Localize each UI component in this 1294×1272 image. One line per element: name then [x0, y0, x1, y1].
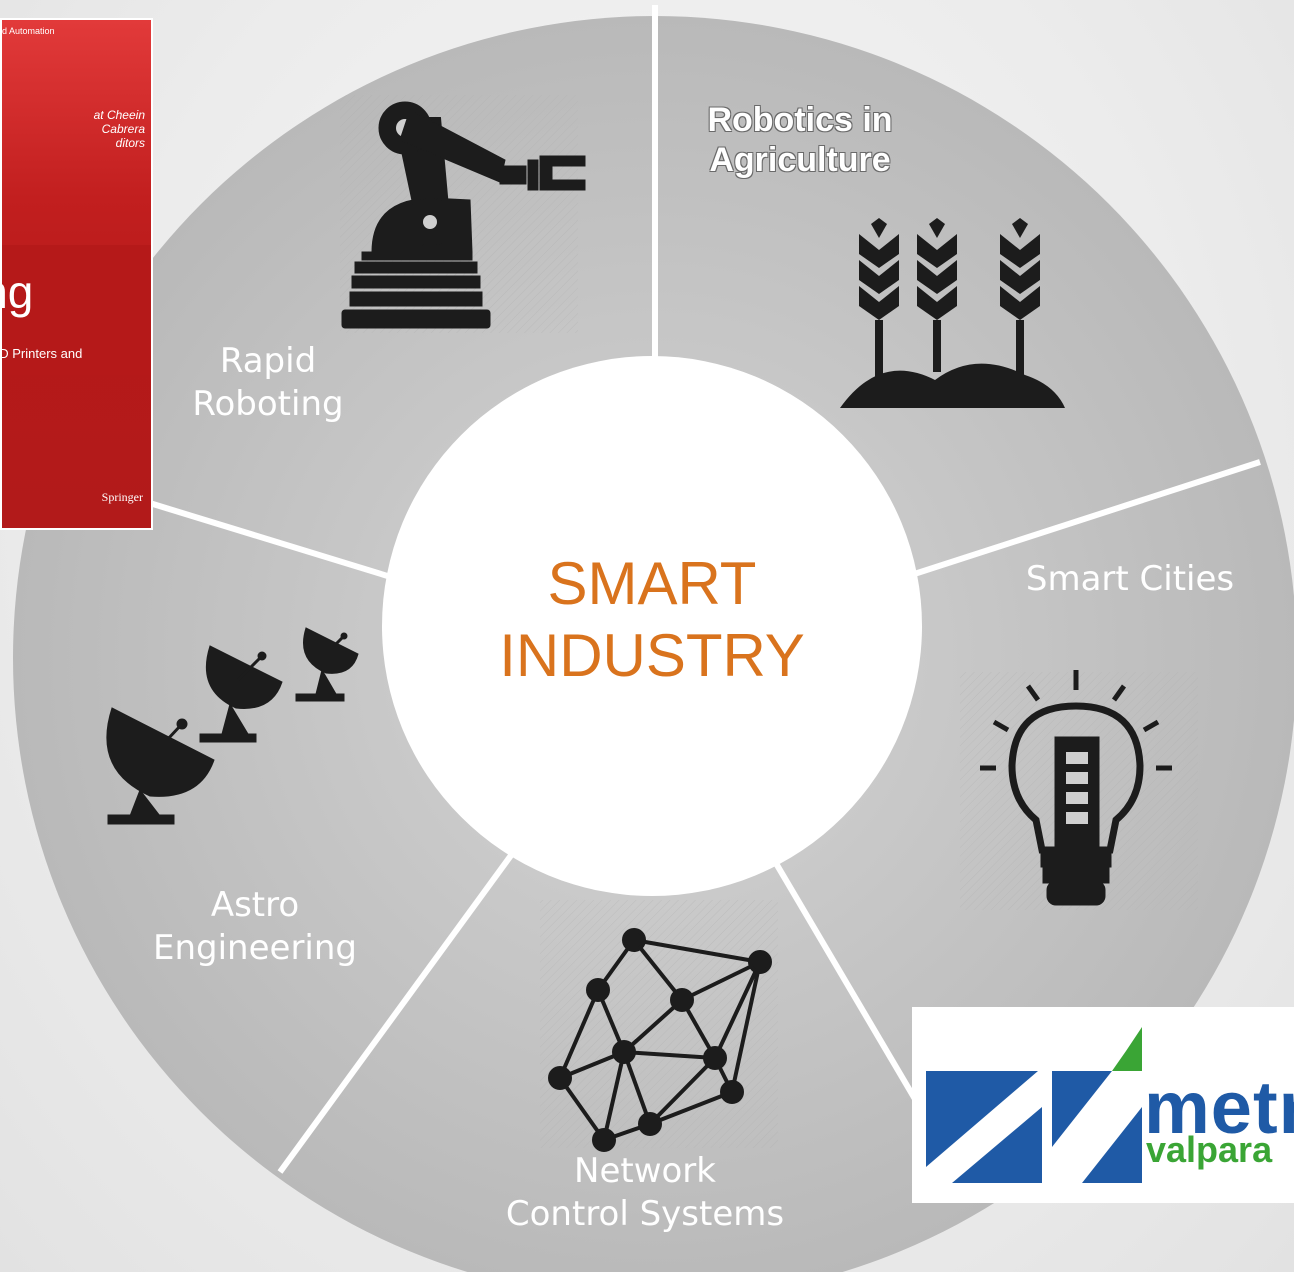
network-graph-icon	[548, 928, 772, 1152]
book-title-band	[2, 245, 151, 375]
metro-logo-mark	[926, 1027, 1142, 1183]
center-title: SMART INDUSTRY	[499, 550, 805, 689]
book-publisher-logo: Springer	[101, 490, 143, 504]
city-lightbulb-icon	[980, 670, 1172, 906]
segment-label-smart-cities: Smart Cities	[1025, 559, 1235, 599]
robot-arm-icon	[341, 101, 586, 329]
segment-label-rapid-roboting: Rapid Roboting	[192, 341, 344, 424]
segment-label-network-control: Network Control Systems	[505, 1151, 785, 1234]
crops-icon	[840, 218, 1065, 408]
network-graph-icon-bg	[540, 900, 778, 1148]
segment-label-robotics-agriculture: Robotics in Agriculture	[707, 101, 893, 179]
book-series-text: d Automation	[2, 26, 55, 36]
book-title-text: ing	[2, 266, 34, 318]
satellite-dish-icon	[106, 627, 359, 825]
book-cover-image: d Automation at Cheein Cabrera ditors in…	[0, 18, 153, 530]
center-disk	[382, 356, 922, 896]
book-subtitle-text: 3D Printers and	[0, 346, 83, 361]
metro-logo-image: metr valpara	[912, 1007, 1294, 1203]
book-editors-text: at Cheein Cabrera ditors	[93, 108, 145, 150]
segment-label-astro-engineering: Astro Engineering	[153, 885, 357, 968]
metro-logo-city: valpara	[1146, 1129, 1273, 1170]
metro-logo-name: metr	[1144, 1066, 1294, 1149]
